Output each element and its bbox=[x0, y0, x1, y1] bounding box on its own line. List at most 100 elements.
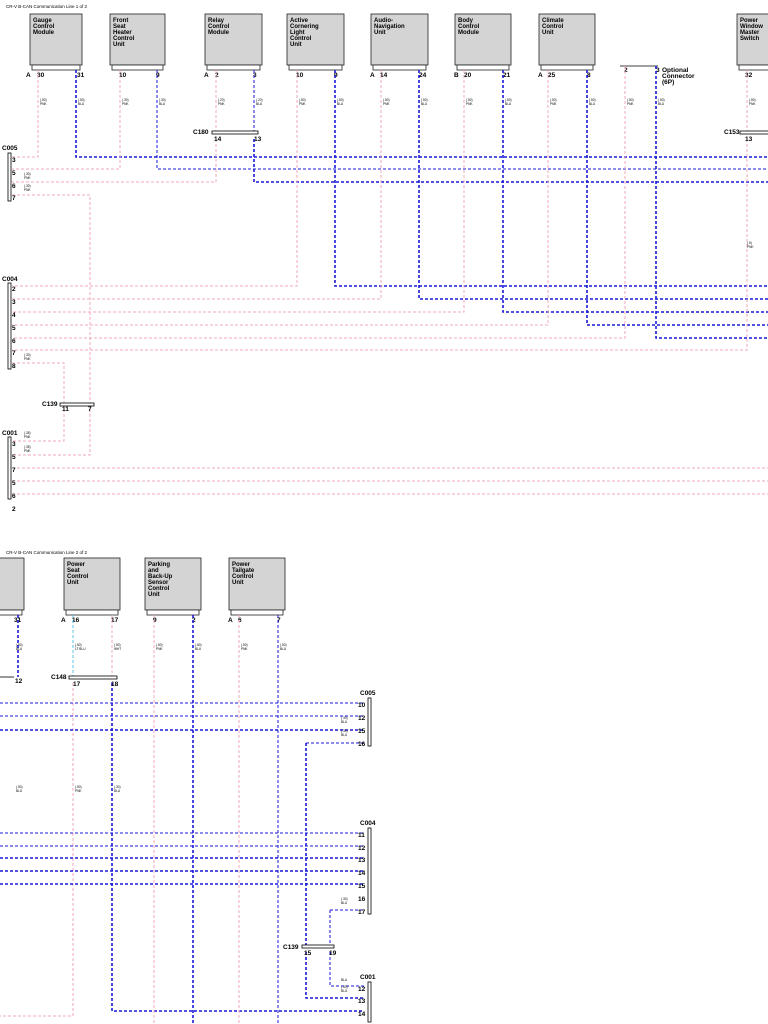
svg-text:3: 3 bbox=[12, 441, 16, 448]
svg-text:A: A bbox=[61, 617, 66, 624]
svg-text:(.30)BLU: (.30)BLU bbox=[159, 98, 166, 106]
svg-text:20: 20 bbox=[464, 72, 472, 79]
svg-text:16: 16 bbox=[358, 741, 366, 748]
svg-text:(.30)PNK: (.30)PNK bbox=[24, 184, 31, 192]
svg-text:8: 8 bbox=[587, 72, 591, 79]
svg-text:(.50)WHT: (.50)WHT bbox=[114, 643, 121, 651]
wire-labels: (.50)PNK (.50)BLU (.30)PNK (.30)BLU (.20… bbox=[16, 98, 756, 993]
svg-text:2: 2 bbox=[624, 67, 628, 74]
svg-text:25: 25 bbox=[548, 72, 556, 79]
svg-text:15: 15 bbox=[304, 950, 312, 957]
svg-text:(.50)PNK: (.50)PNK bbox=[749, 98, 756, 106]
svg-text:12: 12 bbox=[358, 845, 366, 852]
svg-text:17: 17 bbox=[358, 909, 366, 916]
svg-text:13: 13 bbox=[358, 998, 366, 1005]
module-pin-labels: A 30 31 10 9 A 2 3 10 9 A 14 24 B 20 21 … bbox=[14, 72, 753, 624]
svg-text:(.50)PNK: (.50)PNK bbox=[299, 98, 306, 106]
svg-text:BLU: BLU bbox=[341, 978, 348, 982]
svg-text:(.30)PNK: (.30)PNK bbox=[24, 172, 31, 180]
page2-title: CR-V B-CAN Communication Line 2 of 2 bbox=[6, 550, 88, 555]
svg-text:(.50)BLU: (.50)BLU bbox=[337, 98, 344, 106]
svg-text:7: 7 bbox=[12, 350, 16, 357]
svg-text:C148: C148 bbox=[51, 674, 67, 681]
svg-text:19: 19 bbox=[329, 950, 337, 957]
svg-text:16: 16 bbox=[358, 896, 366, 903]
svg-text:11: 11 bbox=[62, 406, 69, 413]
svg-text:(.50)BLU: (.50)BLU bbox=[16, 643, 23, 651]
svg-text:16: 16 bbox=[72, 617, 80, 624]
svg-text:(.50)PNK: (.50)PNK bbox=[383, 98, 390, 106]
svg-text:A: A bbox=[370, 72, 375, 79]
svg-text:2: 2 bbox=[12, 286, 16, 293]
connector-c004-right: C004 11 12 13 14 15 16 17 bbox=[358, 820, 376, 916]
svg-text:(.30)BLU: (.30)BLU bbox=[341, 729, 348, 737]
svg-text:A: A bbox=[228, 617, 233, 624]
svg-text:12: 12 bbox=[358, 715, 366, 722]
svg-text:3: 3 bbox=[12, 157, 16, 164]
connector-c004-left: C004 2 3 4 5 6 7 8 bbox=[2, 276, 18, 370]
svg-text:(.5)PNK: (.5)PNK bbox=[747, 241, 754, 249]
connector-c001-right: C001 12 13 14 bbox=[358, 974, 376, 1023]
svg-text:(.50)BLU: (.50)BLU bbox=[341, 985, 348, 993]
svg-text:(.50)BLU: (.50)BLU bbox=[505, 98, 512, 106]
svg-text:A: A bbox=[538, 72, 543, 79]
svg-text:C001: C001 bbox=[2, 430, 18, 437]
svg-text:9: 9 bbox=[156, 72, 160, 79]
svg-text:13: 13 bbox=[358, 857, 366, 864]
svg-text:4: 4 bbox=[12, 312, 16, 319]
svg-text:7: 7 bbox=[88, 406, 92, 413]
svg-text:(.50)PNK: (.50)PNK bbox=[627, 98, 634, 106]
page2-wires bbox=[0, 615, 364, 1024]
svg-text:(.35)PNK: (.35)PNK bbox=[24, 445, 31, 453]
svg-text:C001: C001 bbox=[360, 974, 376, 981]
connector-c139-page2: C139 15 19 bbox=[283, 944, 337, 957]
svg-text:C139: C139 bbox=[42, 401, 58, 408]
svg-text:C180: C180 bbox=[193, 129, 209, 136]
svg-text:A: A bbox=[204, 72, 209, 79]
svg-text:(.50)PNK: (.50)PNK bbox=[550, 98, 557, 106]
svg-text:13: 13 bbox=[254, 136, 262, 143]
svg-text:3: 3 bbox=[656, 67, 660, 74]
svg-text:14: 14 bbox=[358, 1011, 366, 1018]
svg-text:6: 6 bbox=[12, 183, 16, 190]
svg-text:5: 5 bbox=[12, 454, 16, 461]
svg-text:10: 10 bbox=[358, 702, 366, 709]
svg-text:(.30)BLU: (.30)BLU bbox=[341, 716, 348, 724]
svg-text:12: 12 bbox=[358, 986, 366, 993]
svg-text:5: 5 bbox=[12, 325, 16, 332]
svg-text:(.30)BLU: (.30)BLU bbox=[341, 897, 348, 905]
svg-text:9: 9 bbox=[334, 72, 338, 79]
svg-text:(.30)PNK: (.30)PNK bbox=[122, 98, 129, 106]
svg-text:(.30)BLU: (.30)BLU bbox=[114, 785, 121, 793]
svg-text:21: 21 bbox=[503, 72, 511, 79]
svg-text:3: 3 bbox=[12, 299, 16, 306]
svg-text:C153: C153 bbox=[724, 129, 740, 136]
svg-text:6: 6 bbox=[238, 617, 242, 624]
svg-text:A: A bbox=[26, 72, 31, 79]
svg-text:C139: C139 bbox=[283, 944, 299, 951]
svg-text:2: 2 bbox=[215, 72, 219, 79]
svg-text:14: 14 bbox=[214, 136, 222, 143]
svg-text:15: 15 bbox=[358, 728, 366, 735]
connector-c139-page1: C139 11 7 bbox=[42, 401, 95, 413]
svg-text:(.30)PNK: (.30)PNK bbox=[24, 353, 31, 361]
page1-title: CR-V B-CAN Communication Line 1 of 2 bbox=[6, 4, 88, 9]
svg-text:30: 30 bbox=[37, 72, 45, 79]
svg-text:(.50)PNK: (.50)PNK bbox=[241, 643, 248, 651]
svg-text:32: 32 bbox=[745, 72, 753, 79]
